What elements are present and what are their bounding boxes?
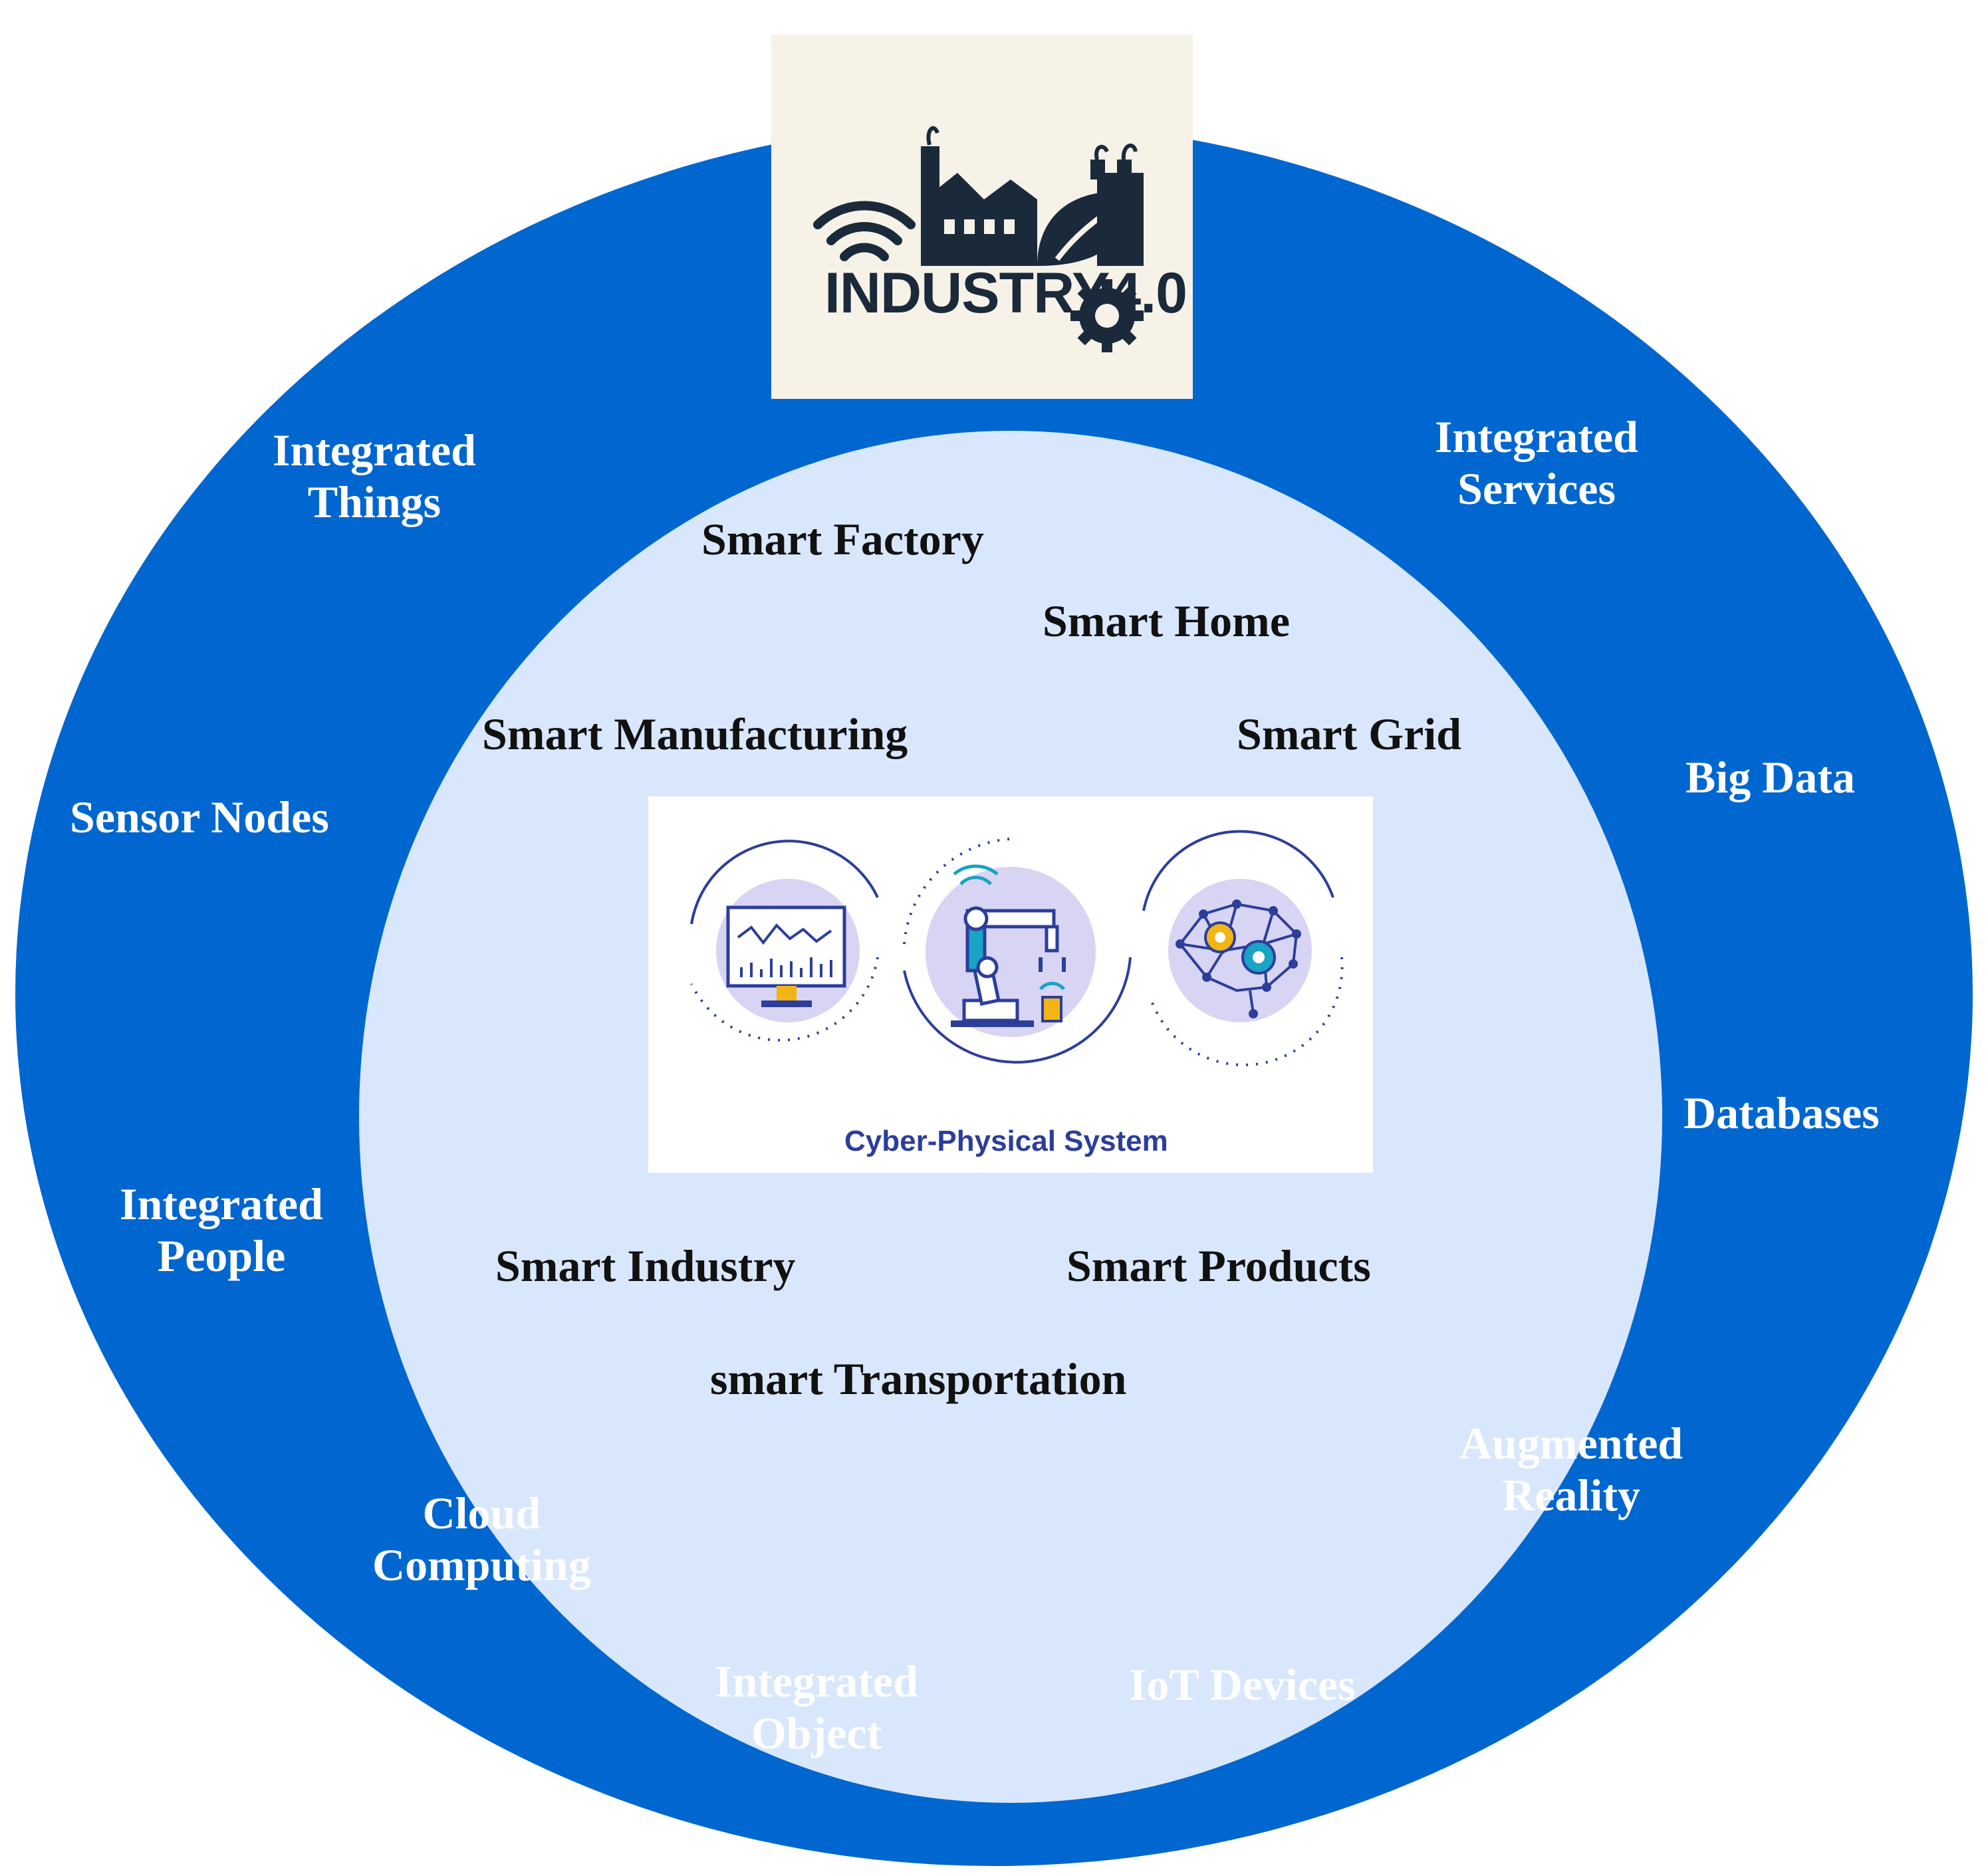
label-big-data: Big Data	[1685, 752, 1855, 802]
label-smart-industry: Smart Industry	[495, 1240, 796, 1291]
label-smart-factory: Smart Factory	[701, 514, 984, 564]
wifi-icon	[813, 201, 916, 261]
label-integrated-people: Integrated People	[120, 1179, 323, 1282]
label-sensor-nodes: Sensor Nodes	[70, 792, 329, 842]
logo-title-version: 4.0	[1109, 261, 1187, 325]
label-integrated-object: Integrated Object	[715, 1656, 918, 1759]
logo-title: INDUSTRY4.0	[824, 261, 1187, 326]
label-integrated-services: Integrated Services	[1435, 411, 1638, 515]
cps-panel	[648, 796, 1373, 1173]
label-smart-transportation: smart Transportation	[710, 1353, 1127, 1404]
leaf-icon	[1037, 144, 1144, 266]
robot-arm-icon	[903, 838, 1132, 1064]
label-augmented-reality: Augmented Reality	[1459, 1418, 1683, 1521]
label-iot-devices: IoT Devices	[1129, 1659, 1356, 1710]
label-cloud-computing: Cloud Computing	[372, 1488, 591, 1591]
factory-icon	[921, 126, 1037, 266]
label-smart-home: Smart Home	[1043, 596, 1291, 646]
label-smart-products: Smart Products	[1066, 1240, 1371, 1291]
label-integrated-things: Integrated Things	[273, 425, 476, 528]
label-smart-grid: Smart Grid	[1237, 709, 1462, 759]
logo-title-main: INDUSTRY	[824, 261, 1110, 325]
industry-logo	[771, 35, 1193, 399]
brain-gears-icon	[1142, 830, 1344, 1066]
label-smart-manufacturing: Smart Manufacturing	[482, 709, 908, 759]
gear-icon	[1070, 279, 1144, 352]
cps-caption: Cyber-Physical System	[844, 1125, 1168, 1157]
monitor-chart-icon	[690, 840, 879, 1042]
label-databases: Databases	[1683, 1088, 1880, 1138]
